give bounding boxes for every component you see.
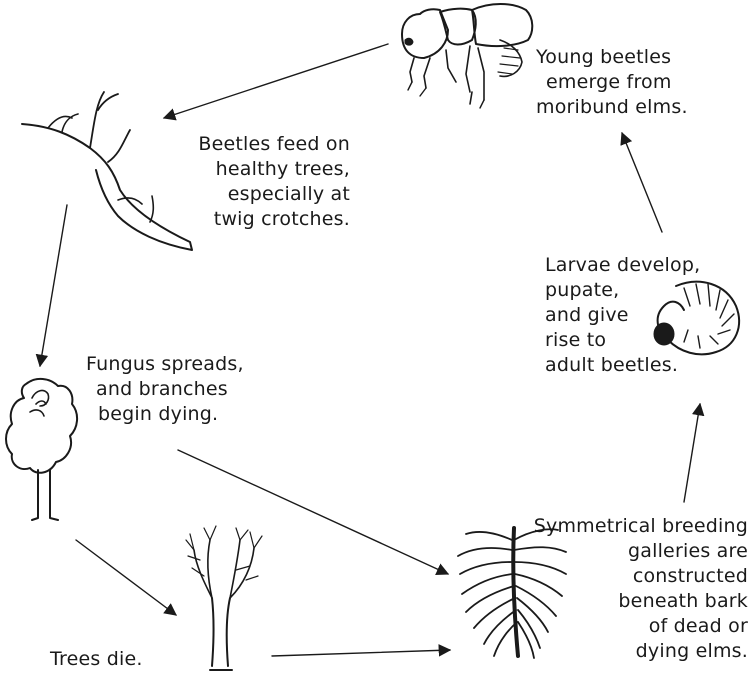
- arrow-fungus-tree-to-galleries: [178, 450, 448, 574]
- caption-fungus-spreads: Fungus spreads, and branches begin dying…: [86, 352, 244, 427]
- arrow-larva-to-young-beetles: [622, 133, 662, 232]
- caption-beetles-feed: Beetles feed on healthy trees, especiall…: [128, 132, 350, 232]
- caption-line: Young beetles: [536, 45, 688, 70]
- caption-line: especially at: [128, 182, 350, 207]
- caption-line: Trees die.: [50, 647, 143, 672]
- caption-larvae-develop: Larvae develop, pupate, and give rise to…: [545, 253, 700, 378]
- caption-breeding-galleries: Symmetrical breeding galleries are const…: [508, 514, 748, 664]
- caption-line: moribund elms.: [536, 95, 688, 120]
- caption-young-beetles: Young beetles emerge from moribund elms.: [536, 45, 688, 120]
- dead-tree-icon: [186, 526, 262, 670]
- caption-line: emerge from: [536, 70, 688, 95]
- caption-line: galleries are: [508, 539, 748, 564]
- arrow-fungus-tree-to-dead-tree: [76, 540, 176, 615]
- beetle-icon: [402, 4, 532, 108]
- caption-line: constructed: [508, 564, 748, 589]
- caption-line: pupate,: [545, 278, 700, 303]
- caption-line: beneath bark: [508, 589, 748, 614]
- arrow-beetle-to-twig: [164, 44, 388, 118]
- caption-line: of dead or: [508, 614, 748, 639]
- caption-line: begin dying.: [86, 402, 244, 427]
- arrow-twig-to-fungus-tree: [40, 205, 67, 366]
- caption-line: Larvae develop,: [545, 253, 700, 278]
- caption-line: adult beetles.: [545, 353, 700, 378]
- caption-line: rise to: [545, 328, 700, 353]
- diseased-tree-icon: [6, 379, 77, 520]
- caption-line: Beetles feed on: [128, 132, 350, 157]
- caption-line: healthy trees,: [128, 157, 350, 182]
- caption-line: and branches: [86, 377, 244, 402]
- caption-line: Fungus spreads,: [86, 352, 244, 377]
- arrow-dead-tree-to-galleries: [272, 650, 450, 656]
- caption-line: and give: [545, 303, 700, 328]
- arrow-galleries-to-larva: [684, 404, 700, 502]
- caption-line: Symmetrical breeding: [508, 514, 748, 539]
- caption-line: dying elms.: [508, 639, 748, 664]
- caption-line: twig crotches.: [128, 207, 350, 232]
- caption-trees-die: Trees die.: [50, 647, 143, 672]
